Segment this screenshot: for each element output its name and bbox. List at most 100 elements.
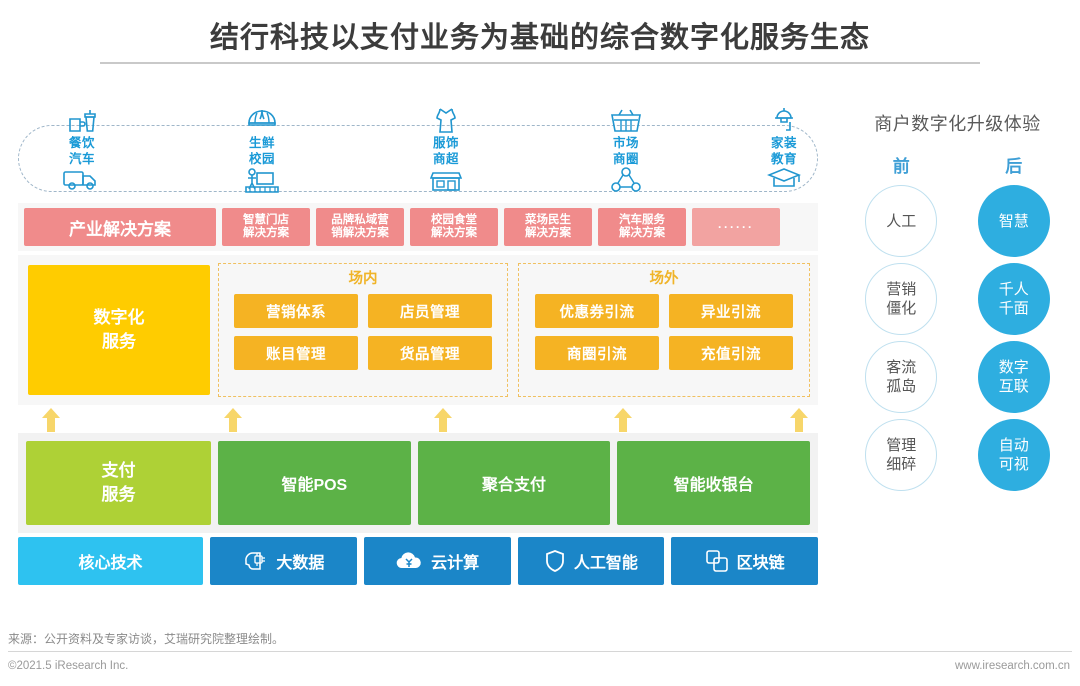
solution-main[interactable]: 产业解决方案	[24, 208, 216, 246]
payment-item[interactable]: 智能收银台	[617, 441, 811, 525]
industry-label-bottom: 商圈	[612, 152, 639, 166]
before-circle[interactable]: 营销 僵化	[865, 263, 938, 335]
solution-row: 产业解决方案 智慧门店 解决方案 品牌私域营 销解决方案 校园食堂 解决方案 菜…	[18, 203, 818, 251]
solution-item-label: 校园食堂 解决方案	[431, 213, 477, 240]
solution-more[interactable]: ······	[692, 208, 780, 246]
solution-item-label: 智慧门店 解决方案	[243, 213, 289, 240]
campus-icon	[214, 167, 310, 199]
tech-item-blockchain[interactable]: 区块链	[671, 537, 818, 585]
solution-item-label: 汽车服务 解决方案	[619, 213, 665, 240]
before-label: 管理 细碎	[886, 437, 917, 473]
tech-item-cloud[interactable]: 云计算	[363, 537, 511, 585]
digital-services-row: 数字化 服务 场内 营销体系 店员管理 账目管理 货品管理 场外 优惠券引流 异…	[18, 255, 818, 405]
after-circle[interactable]: 数字 互联	[977, 341, 1050, 413]
before-after-row: 营销 僵化 千人 千面	[845, 263, 1070, 335]
tech-main[interactable]: 核心技术	[18, 537, 203, 585]
right-panel-title: 商户数字化升级体验	[874, 114, 1041, 134]
industry-label-bottom: 汽车	[68, 152, 95, 166]
up-arrow-icon	[40, 407, 62, 433]
tech-item-ai[interactable]: 人工智能	[517, 537, 665, 585]
payment-main[interactable]: 支付 服务	[26, 441, 211, 525]
tech-item-label: 人工智能	[573, 555, 638, 572]
after-header: 后	[1005, 157, 1023, 176]
before-after-header: 前 后	[845, 152, 1070, 177]
industry-label-top: 市场	[612, 136, 639, 150]
before-circle[interactable]: 客流 孤岛	[865, 341, 938, 413]
before-cell: 客流 孤岛	[845, 341, 958, 413]
industry-label-top: 生鲜	[248, 136, 275, 150]
brain-chip-icon	[242, 549, 268, 573]
before-after-row: 管理 细碎 自动 可视	[845, 419, 1070, 491]
industry-label-top: 服饰	[432, 136, 459, 150]
tech-item-bigdata[interactable]: 大数据	[210, 537, 357, 585]
after-cell: 智慧	[958, 185, 1071, 257]
copyright: ©2021.5 iResearch Inc.	[8, 660, 129, 672]
service-cell[interactable]: 商圈引流	[535, 336, 659, 370]
shield-icon	[544, 549, 566, 573]
payment-main-label: 支付 服务	[101, 461, 136, 504]
solution-item-1[interactable]: 品牌私域营 销解决方案	[316, 208, 404, 246]
before-after-row: 人工 智慧	[845, 185, 1070, 257]
dress-icon	[398, 105, 494, 135]
before-circle[interactable]: 人工	[865, 185, 938, 257]
service-cell[interactable]: 账目管理	[234, 336, 358, 370]
solution-item-label: 品牌私域营 销解决方案	[331, 213, 389, 240]
group-head-inside: 场内	[348, 271, 378, 287]
payment-item[interactable]: 聚合支付	[417, 441, 611, 525]
industry-item-0: 餐饮 汽车	[34, 105, 130, 199]
truck-icon	[34, 167, 130, 199]
after-cell: 数字 互联	[958, 341, 1071, 413]
digital-services-group-inside: 场内 营销体系 店员管理 账目管理 货品管理	[218, 263, 508, 397]
before-after-row: 客流 孤岛 数字 互联	[845, 341, 1070, 413]
up-arrow-icon	[222, 407, 244, 433]
up-arrow-icon	[788, 407, 810, 433]
industry-item-2: 服饰 商超	[398, 105, 494, 199]
after-label: 千人 千面	[998, 281, 1029, 317]
solution-item-4[interactable]: 汽车服务 解决方案	[598, 208, 686, 246]
flow-arrows	[18, 407, 818, 435]
industry-item-4: 家装 教育	[736, 105, 832, 199]
ecosystem-diagram: 餐饮 汽车 生鲜 校园 服饰 商超 市场 商圈	[18, 105, 818, 590]
website-url: www.iresearch.com.cn	[954, 660, 1070, 672]
store-icon	[398, 167, 494, 199]
payment-item[interactable]: 智能POS	[218, 441, 411, 525]
page-title: 结行科技以支付业务为基础的综合数字化服务生态	[209, 22, 870, 54]
solution-item-0[interactable]: 智慧门店 解决方案	[222, 208, 310, 246]
industry-label-bottom: 教育	[770, 152, 797, 166]
before-cell: 营销 僵化	[845, 263, 958, 335]
industry-label-bottom: 商超	[432, 152, 459, 166]
service-cell[interactable]: 充值引流	[669, 336, 793, 370]
group-head-outside: 场外	[649, 271, 679, 287]
digital-services-main[interactable]: 数字化 服务	[28, 265, 210, 395]
service-cell[interactable]: 货品管理	[368, 336, 492, 370]
after-circle[interactable]: 千人 千面	[977, 263, 1050, 335]
digital-services-main-label: 数字化 服务	[93, 308, 145, 351]
lamp-icon	[736, 105, 832, 135]
service-cell[interactable]: 异业引流	[669, 294, 793, 328]
before-cell: 管理 细碎	[845, 419, 958, 491]
solution-item-3[interactable]: 菜场民生 解决方案	[504, 208, 592, 246]
after-circle[interactable]: 自动 可视	[977, 419, 1050, 491]
after-label: 数字 互联	[998, 359, 1029, 395]
before-cell: 人工	[845, 185, 958, 257]
payment-row: 支付 服务 智能POS 聚合支付 智能收银台	[18, 433, 818, 533]
after-label: 智慧	[998, 212, 1029, 230]
industry-capsule	[18, 125, 818, 192]
service-cell[interactable]: 优惠券引流	[535, 294, 659, 328]
tech-item-label: 区块链	[736, 555, 785, 572]
industry-item-3: 市场 商圈	[578, 105, 674, 199]
before-circle[interactable]: 管理 细碎	[865, 419, 938, 491]
service-cell[interactable]: 店员管理	[368, 294, 492, 328]
after-cell: 千人 千面	[958, 263, 1071, 335]
service-cell[interactable]: 营销体系	[234, 294, 358, 328]
after-circle[interactable]: 智慧	[977, 185, 1050, 257]
source-note: 来源：公开资料及专家访谈，艾瑞研究院整理绘制。	[8, 632, 285, 646]
before-header: 前	[892, 157, 910, 176]
solution-item-2[interactable]: 校园食堂 解决方案	[410, 208, 498, 246]
up-arrow-icon	[612, 407, 634, 433]
blocks-icon	[705, 549, 729, 573]
before-label: 人工	[886, 212, 917, 230]
industry-label-bottom: 校园	[248, 152, 275, 166]
tech-item-label: 云计算	[431, 555, 480, 572]
merchant-upgrade-panel: 商户数字化升级体验 前 后 人工 智慧 营销 僵化 千人 千面 客流 孤岛	[845, 110, 1070, 590]
